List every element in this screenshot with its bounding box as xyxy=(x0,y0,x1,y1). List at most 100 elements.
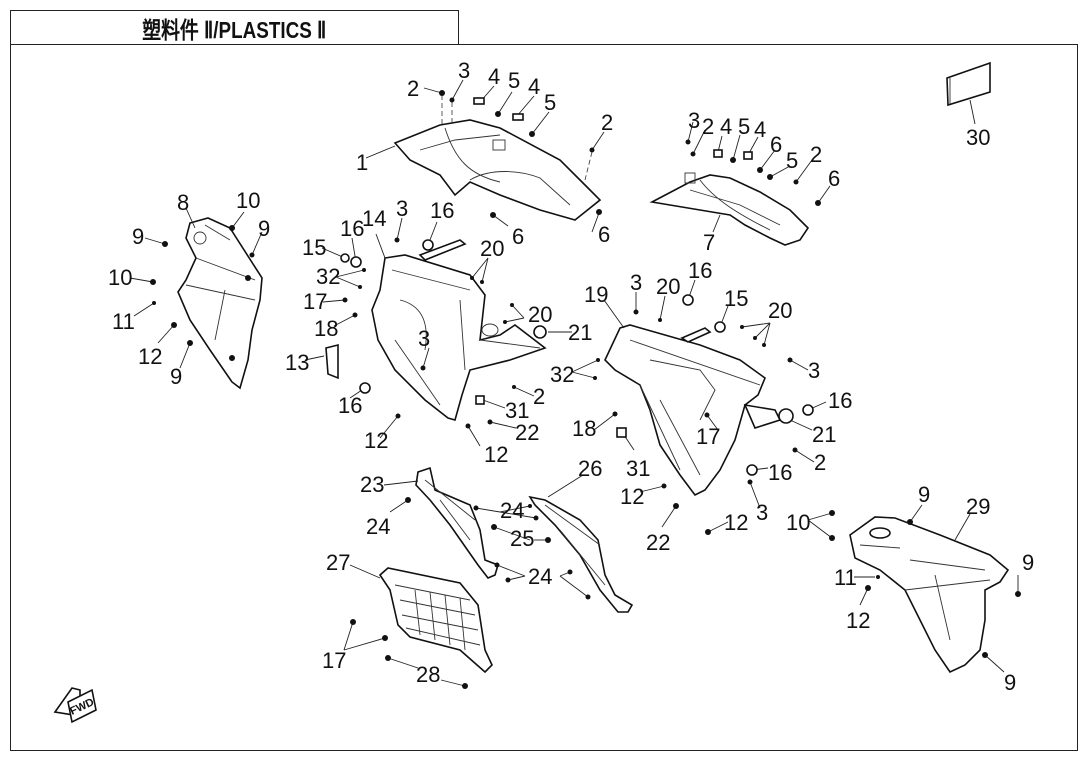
callout-3: 3 xyxy=(756,500,768,525)
callout-9: 9 xyxy=(1022,550,1034,575)
callout-20: 20 xyxy=(768,298,792,323)
part-27-grille xyxy=(378,567,493,674)
leader-lines xyxy=(129,79,1019,687)
callout-29: 29 xyxy=(966,494,990,519)
callout-3: 3 xyxy=(418,326,430,351)
callout-12: 12 xyxy=(620,484,644,509)
callout-20: 20 xyxy=(480,236,504,261)
callout-20: 20 xyxy=(656,274,680,299)
fasteners xyxy=(150,90,1021,689)
callout-24: 24 xyxy=(366,514,390,539)
part-19-right-frame xyxy=(604,324,782,497)
callout-6: 6 xyxy=(512,224,524,249)
fwd-arrow-icon: FWD xyxy=(53,687,97,724)
diagram-frame xyxy=(10,44,1078,751)
callout-10: 10 xyxy=(108,265,132,290)
title-box: 塑料件 Ⅱ/PLASTICS Ⅱ xyxy=(10,10,459,45)
callout-18: 18 xyxy=(572,416,596,441)
callout-1: 1 xyxy=(356,150,368,175)
callout-28: 28 xyxy=(416,662,440,687)
callout-27: 27 xyxy=(326,550,350,575)
callout-9: 9 xyxy=(258,216,270,241)
callout-2: 2 xyxy=(533,384,545,409)
part-8-left-panel xyxy=(177,217,263,390)
callout-9: 9 xyxy=(170,364,182,389)
callout-9: 9 xyxy=(1004,670,1016,695)
callout-2: 2 xyxy=(810,142,822,167)
callout-5: 5 xyxy=(544,90,556,115)
callout-10: 10 xyxy=(786,510,810,535)
callout-6: 6 xyxy=(828,166,840,191)
callout-4: 4 xyxy=(528,74,540,99)
callout-17: 17 xyxy=(696,424,720,449)
callout-18: 18 xyxy=(314,316,338,341)
callout-12: 12 xyxy=(138,344,162,369)
callout-16: 16 xyxy=(768,460,792,485)
callout-16: 16 xyxy=(688,258,712,283)
part-29-right-fender xyxy=(849,516,1010,674)
part-13-bracket xyxy=(325,343,339,380)
callout-19: 19 xyxy=(584,282,608,307)
callout-4: 4 xyxy=(488,64,500,89)
part-26-right-lower xyxy=(528,495,634,613)
callout-32: 32 xyxy=(550,362,574,387)
callout-5: 5 xyxy=(738,114,750,139)
callout-12: 12 xyxy=(724,510,748,535)
callout-16: 16 xyxy=(340,216,364,241)
callout-21: 21 xyxy=(812,422,836,447)
callout-3: 3 xyxy=(808,358,820,383)
callout-2: 2 xyxy=(702,114,714,139)
callout-2: 2 xyxy=(601,110,613,135)
part-7-right-upper-cover xyxy=(649,172,810,246)
part-23-left-lower xyxy=(415,466,499,579)
callout-labels: 1 2 3 4 5 4 5 2 6 6 3 2 4 5 4 6 5 2 6 7 … xyxy=(108,58,1034,695)
callout-31: 31 xyxy=(626,456,650,481)
part-14-left-frame xyxy=(371,239,547,421)
callout-32: 32 xyxy=(316,264,340,289)
callout-12: 12 xyxy=(846,608,870,633)
callout-25: 25 xyxy=(510,526,534,551)
page-title: 塑料件 Ⅱ/PLASTICS Ⅱ xyxy=(142,16,327,43)
callout-17: 17 xyxy=(303,289,327,314)
callout-9: 9 xyxy=(132,224,144,249)
callout-24: 24 xyxy=(500,498,524,523)
callout-3: 3 xyxy=(396,196,408,221)
callout-11: 11 xyxy=(834,565,857,590)
callout-13: 13 xyxy=(285,350,309,375)
part-30-label xyxy=(946,61,991,107)
callout-10: 10 xyxy=(236,188,260,213)
callout-16: 16 xyxy=(430,198,454,223)
callout-14: 14 xyxy=(362,206,386,231)
callout-31: 31 xyxy=(505,398,529,423)
callout-12: 12 xyxy=(484,442,508,467)
callout-2: 2 xyxy=(814,450,826,475)
callout-2: 2 xyxy=(407,76,419,101)
callout-24: 24 xyxy=(528,564,552,589)
callout-11: 11 xyxy=(112,309,135,334)
callout-4: 4 xyxy=(754,117,766,142)
callout-23: 23 xyxy=(360,472,384,497)
callout-26: 26 xyxy=(578,456,602,481)
callout-3: 3 xyxy=(688,108,700,133)
callout-15: 15 xyxy=(302,235,326,260)
callout-30: 30 xyxy=(966,125,990,150)
callout-9: 9 xyxy=(918,482,930,507)
callout-6: 6 xyxy=(598,222,610,247)
callout-21: 21 xyxy=(568,320,592,345)
callout-15: 15 xyxy=(724,286,748,311)
callout-16: 16 xyxy=(338,393,362,418)
callout-22: 22 xyxy=(515,420,539,445)
callout-4: 4 xyxy=(720,114,732,139)
callout-16: 16 xyxy=(828,388,852,413)
part-1-upper-cover xyxy=(393,119,602,221)
callout-7: 7 xyxy=(703,230,715,255)
callout-3: 3 xyxy=(630,270,642,295)
callout-12: 12 xyxy=(364,428,388,453)
callout-8: 8 xyxy=(177,190,189,215)
callout-3: 3 xyxy=(458,58,470,83)
callout-6: 6 xyxy=(770,132,782,157)
callout-17: 17 xyxy=(322,648,346,673)
callout-20: 20 xyxy=(528,302,552,327)
callout-5: 5 xyxy=(508,68,520,93)
